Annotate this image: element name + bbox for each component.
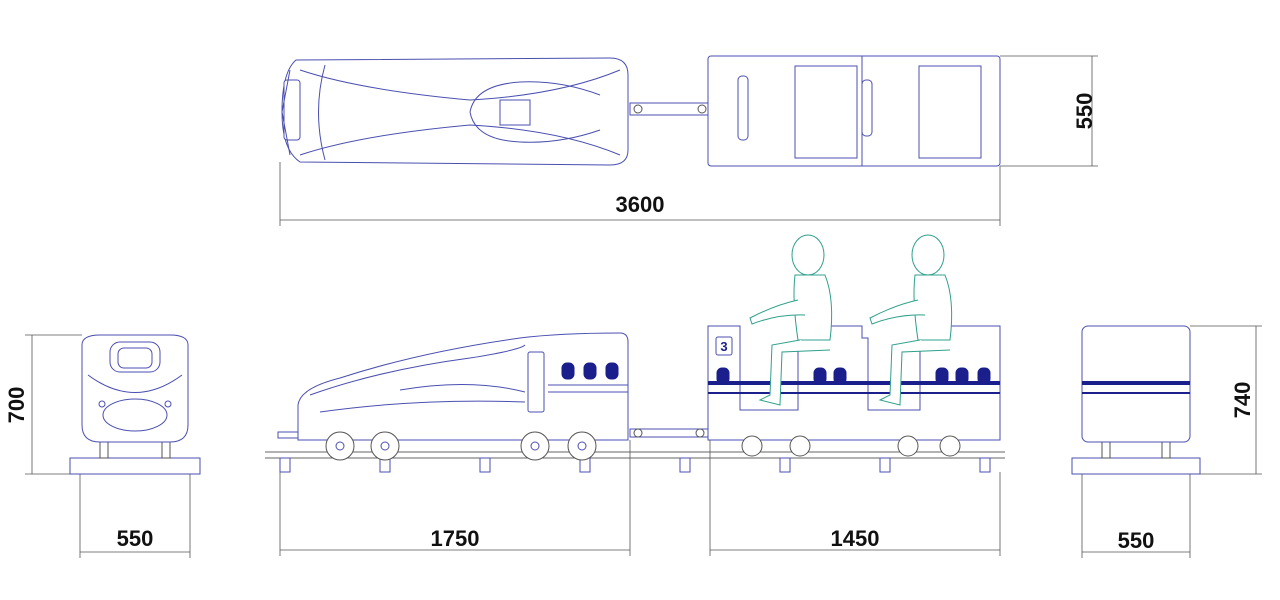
side-view: 3 1750 1450 xyxy=(265,234,1005,556)
passenger-car-top xyxy=(707,55,1001,167)
car-number: 3 xyxy=(720,339,727,354)
rear-view: 740 550 xyxy=(1071,325,1262,558)
passenger-car-side: 3 xyxy=(707,325,1001,457)
top-view: 550 3600 xyxy=(279,55,1098,226)
front-view: 700 550 xyxy=(4,334,201,558)
total-length-label: 3600 xyxy=(616,192,665,217)
coupler-top xyxy=(629,102,711,116)
passenger-figure-1 xyxy=(749,234,833,406)
lead-car-side xyxy=(277,332,629,461)
lead-car-length-label: 1750 xyxy=(431,526,480,551)
rear-width-label: 550 xyxy=(1118,528,1155,553)
top-width-label: 550 xyxy=(1072,93,1097,130)
front-height-label: 700 xyxy=(4,387,29,424)
rear-height-label: 740 xyxy=(1230,382,1255,419)
passenger-car-length-label: 1450 xyxy=(831,526,880,551)
coupler-side xyxy=(629,428,711,438)
front-width-label: 550 xyxy=(117,526,154,551)
passenger-figure-2 xyxy=(869,234,953,406)
lead-car-top xyxy=(281,57,629,166)
